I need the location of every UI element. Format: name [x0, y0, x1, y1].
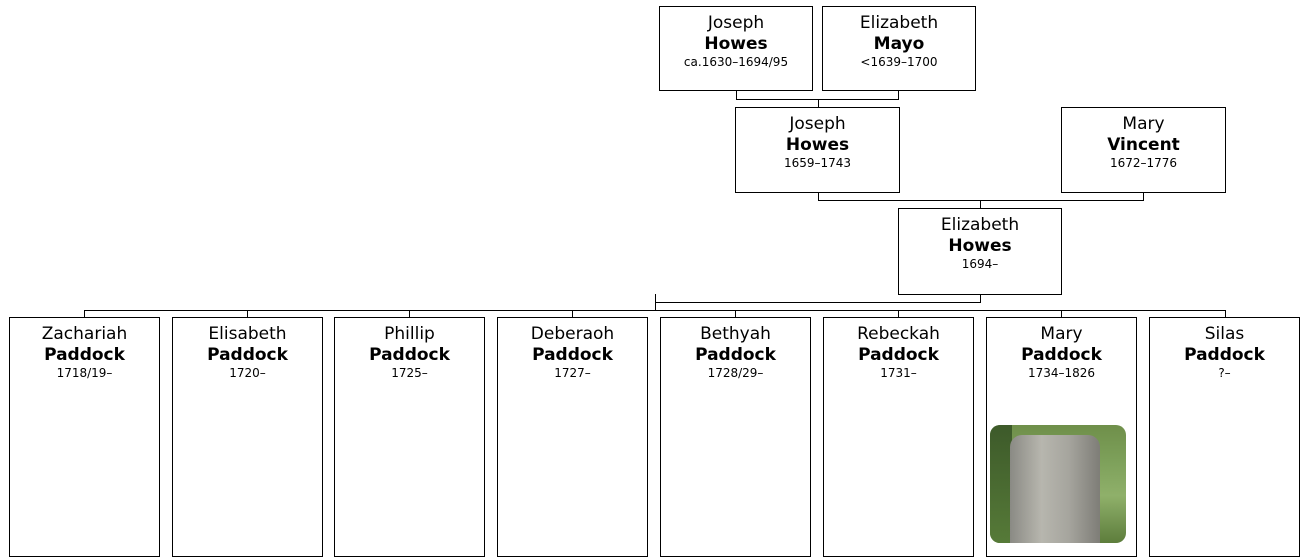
person-box-bethyah-paddock[interactable]: Bethyah Paddock 1728/29– — [660, 317, 811, 557]
last-name: Paddock — [1184, 345, 1265, 365]
connector — [898, 90, 899, 100]
connector — [247, 310, 248, 318]
connector — [735, 310, 736, 318]
first-name: Phillip — [384, 324, 435, 344]
connector — [409, 310, 410, 318]
first-name: Mary — [1122, 114, 1165, 134]
last-name: Howes — [785, 135, 850, 155]
first-name: Joseph — [707, 13, 765, 33]
person-box-elizabeth-howes[interactable]: Elizabeth Howes 1694– — [898, 208, 1062, 295]
connector — [736, 99, 899, 100]
connector — [818, 99, 819, 108]
person-box-elisabeth-paddock[interactable]: Elisabeth Paddock 1720– — [172, 317, 323, 557]
connector — [572, 310, 573, 318]
person-box-joseph-howes[interactable]: Joseph Howes 1659–1743 — [735, 107, 900, 193]
person-box-elizabeth-mayo[interactable]: Elizabeth Mayo <1639–1700 — [822, 6, 976, 91]
person-box-mary-vincent[interactable]: Mary Vincent 1672–1776 — [1061, 107, 1226, 193]
connector — [1225, 310, 1226, 318]
person-box-mary-paddock[interactable]: Mary Paddock 1734–1826 — [986, 317, 1137, 557]
first-name: Deberaoh — [530, 324, 615, 344]
life-dates: 1725– — [391, 366, 428, 380]
person-box-rebeckah-paddock[interactable]: Rebeckah Paddock 1731– — [823, 317, 974, 557]
person-box-deberaoh-paddock[interactable]: Deberaoh Paddock 1727– — [497, 317, 648, 557]
connector — [1061, 310, 1062, 318]
last-name: Paddock — [369, 345, 450, 365]
life-dates: 1659–1743 — [783, 156, 852, 170]
last-name: Howes — [948, 236, 1012, 256]
person-box-joseph-howes-elder[interactable]: Joseph Howes ca.1630–1694/95 — [659, 6, 813, 91]
last-name: Paddock — [858, 345, 939, 365]
connector — [980, 200, 981, 209]
life-dates: <1639–1700 — [860, 55, 938, 69]
connector — [818, 192, 819, 201]
connector — [980, 294, 981, 303]
first-name: Elizabeth — [859, 13, 939, 33]
last-name: Paddock — [44, 345, 125, 365]
first-name: Joseph — [789, 114, 846, 134]
life-dates: 1694– — [961, 257, 999, 271]
life-dates: 1728/29– — [707, 366, 764, 380]
life-dates: 1734–1826 — [1027, 366, 1096, 380]
last-name: Vincent — [1107, 135, 1180, 155]
family-tree: Joseph Howes ca.1630–1694/95 Elizabeth M… — [9, 6, 1300, 557]
first-name: Elizabeth — [940, 215, 1020, 235]
person-box-silas-paddock[interactable]: Silas Paddock ?– — [1149, 317, 1300, 557]
first-name: Bethyah — [700, 324, 771, 344]
gravestone-image — [1010, 435, 1100, 543]
first-name: Mary — [1040, 324, 1083, 344]
last-name: Paddock — [532, 345, 613, 365]
life-dates: 1720– — [229, 366, 266, 380]
person-box-zachariah-paddock[interactable]: Zachariah Paddock 1718/19– — [9, 317, 160, 557]
last-name: Howes — [704, 34, 768, 54]
gravestone-photo[interactable] — [990, 425, 1126, 543]
connector — [818, 200, 1144, 201]
first-name: Silas — [1204, 324, 1245, 344]
life-dates: ca.1630–1694/95 — [683, 55, 789, 69]
person-box-phillip-paddock[interactable]: Phillip Paddock 1725– — [334, 317, 485, 557]
last-name: Mayo — [873, 34, 925, 54]
life-dates: 1672–1776 — [1109, 156, 1178, 170]
life-dates: 1731– — [880, 366, 917, 380]
connector — [736, 90, 737, 100]
life-dates: 1727– — [554, 366, 591, 380]
life-dates: 1718/19– — [56, 366, 113, 380]
first-name: Rebeckah — [857, 324, 940, 344]
first-name: Elisabeth — [208, 324, 287, 344]
photo-foliage — [990, 425, 1012, 543]
last-name: Paddock — [695, 345, 776, 365]
first-name: Zachariah — [41, 324, 128, 344]
connector — [898, 310, 899, 318]
last-name: Paddock — [207, 345, 288, 365]
connector — [84, 310, 1226, 311]
life-dates: ?– — [1218, 366, 1231, 380]
connector — [655, 302, 981, 303]
connector — [1143, 192, 1144, 201]
connector — [84, 310, 85, 318]
last-name: Paddock — [1021, 345, 1102, 365]
